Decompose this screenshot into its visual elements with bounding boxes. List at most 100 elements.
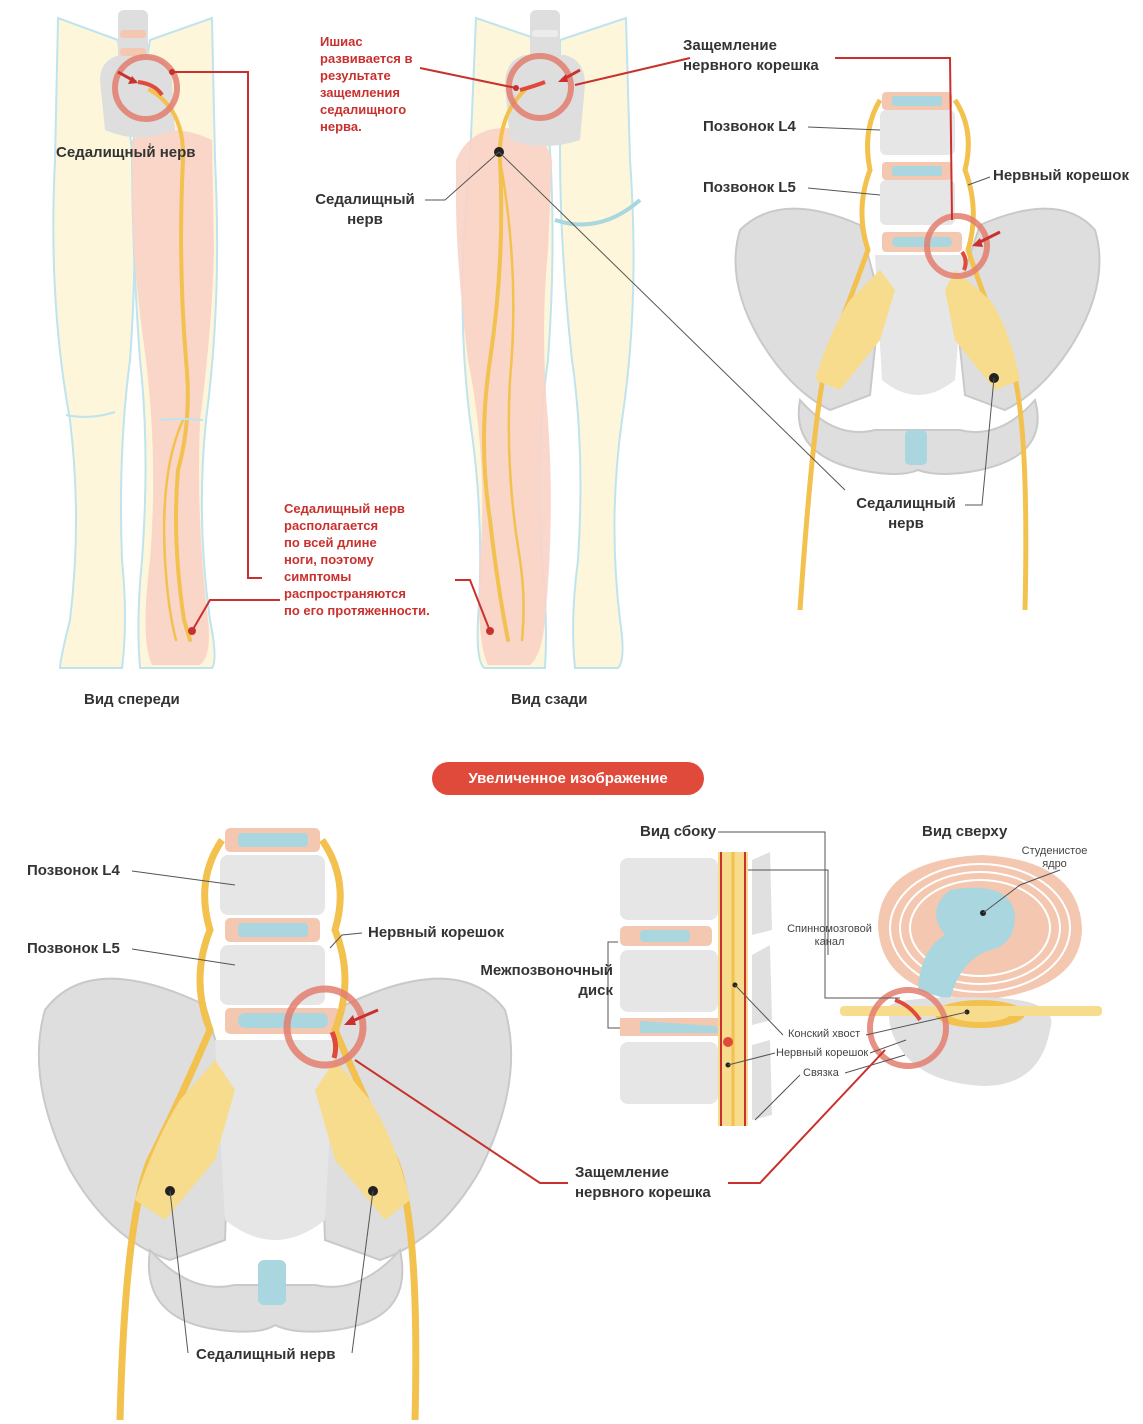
back-disc xyxy=(532,30,558,37)
red-leader-foot-front xyxy=(191,599,280,632)
leader-cauda-top xyxy=(865,1011,968,1036)
red-leader-pinch-pelvis xyxy=(835,57,953,221)
side-process-1 xyxy=(752,852,772,935)
top-disc-2-core xyxy=(892,166,942,176)
red-leader-front-to-note xyxy=(172,71,262,579)
red-leader-note-to-back xyxy=(419,67,517,89)
bottom-arrow-icon xyxy=(349,1008,379,1024)
bottom-pelvis-figure xyxy=(37,828,513,1421)
leader-b-l5 xyxy=(131,948,236,966)
back-right-buttock xyxy=(554,198,642,227)
bottom-disc-label: Межпозвоночный диск xyxy=(480,962,613,999)
top-view-caption: Вид сверху xyxy=(922,823,1008,840)
bottom-sacrum xyxy=(215,1040,335,1240)
leader-lines xyxy=(131,126,1061,1354)
top-view-pinch-circle xyxy=(867,987,949,1069)
top-coccyx xyxy=(905,430,927,465)
leader-b-root xyxy=(329,932,363,949)
back-spine xyxy=(530,10,560,80)
red-leader-lines xyxy=(172,57,953,1184)
leader-root-side xyxy=(727,1052,776,1066)
leader-disc xyxy=(607,941,620,1029)
bottom-nerve-left xyxy=(116,838,225,1421)
top-vertebra-l5 xyxy=(880,180,955,225)
bottom-disc-1-core xyxy=(238,833,308,847)
pelvis-l5-label: Позвонок L5 xyxy=(703,179,796,196)
top-pelvis-figure xyxy=(734,92,1101,611)
front-pinch-circle xyxy=(112,54,180,122)
side-canal-label: Спинномозговой канал xyxy=(787,923,872,948)
top-view-nucleus xyxy=(918,887,1015,1000)
leader-b-l4 xyxy=(131,870,236,886)
front-right-knee-line xyxy=(159,418,204,421)
leader-back-to-pelvis xyxy=(498,151,846,491)
top-view-root-bar xyxy=(840,1006,1102,1016)
top-arrow-head-icon xyxy=(972,238,983,247)
back-right-leg xyxy=(559,16,635,669)
bottom-plexus-right xyxy=(315,1060,410,1220)
front-left-leg xyxy=(52,16,136,669)
bottom-arrow-head-icon xyxy=(344,1015,356,1025)
leader-ligament xyxy=(754,1074,801,1121)
top-view-figure xyxy=(840,855,1102,1086)
side-vertebra-1 xyxy=(620,858,718,920)
back-nerve-branch xyxy=(498,158,525,642)
front-nerve-root xyxy=(137,80,164,97)
top-sacrum xyxy=(875,255,965,395)
front-arrow-head-icon xyxy=(128,76,138,84)
front-view-caption: Вид спереди xyxy=(84,691,180,708)
leader-pelvis-l5 xyxy=(807,187,881,196)
side-disc-1-core xyxy=(640,930,690,942)
pelvis-pinch-label: Защемление нервного корешка xyxy=(683,37,819,74)
leader-cauda xyxy=(734,984,784,1036)
back-nerve-root xyxy=(519,80,546,92)
red-leader-pinch-top xyxy=(574,57,691,86)
top-pinch-circle xyxy=(924,213,990,279)
bottom-pinch-label: Защемление нервного корешка xyxy=(575,1164,711,1201)
front-disc-2 xyxy=(120,48,146,56)
top-view-nucleus-label: Студенистое ядро xyxy=(1021,845,1088,870)
bottom-l4-label: Позвонок L4 xyxy=(27,862,120,879)
bottom-coccyx xyxy=(258,1260,286,1305)
sciatica-note: Ишиас развивается в результате защемлени… xyxy=(320,34,413,134)
bottom-l5-label: Позвонок L5 xyxy=(27,940,120,957)
side-process-2 xyxy=(752,945,772,1025)
leader-side-top xyxy=(718,831,900,999)
front-sciatic-label: Седалищный нерв xyxy=(56,144,196,161)
top-nerve-right xyxy=(952,98,1029,611)
bottom-disc-3-core xyxy=(238,1013,328,1028)
back-view-figure xyxy=(456,10,642,669)
bottom-vertebra-l5 xyxy=(220,945,325,1005)
red-leader-foot-back xyxy=(455,579,491,632)
bottom-plexus-left xyxy=(135,1060,235,1220)
top-vertebra-l4 xyxy=(880,110,955,155)
front-sciatic-nerve xyxy=(148,88,192,642)
leader-root-top xyxy=(869,1039,907,1054)
leader-pelvis-sciatic xyxy=(965,377,995,506)
side-pinch-spot xyxy=(723,1037,733,1047)
bottom-root-label: Нервный корешок xyxy=(368,924,504,941)
leader-canal xyxy=(748,869,829,955)
front-pain-area xyxy=(132,130,214,665)
bottom-pinch-circle xyxy=(283,985,367,1069)
back-view-caption: Вид сзади xyxy=(511,691,588,708)
top-disc-1-core xyxy=(892,96,942,106)
bottom-nerve-right xyxy=(319,837,420,1421)
side-ligament-label: Связка xyxy=(803,1067,839,1079)
top-plexus-left xyxy=(815,270,895,390)
top-plexus-right xyxy=(945,270,1020,390)
back-sciatic-label: Седалищный нерв xyxy=(315,191,415,228)
top-pinch-spot xyxy=(960,250,968,271)
back-arrow-head-icon xyxy=(558,74,568,82)
side-vertebra-2 xyxy=(620,950,718,1012)
side-view-caption: Вид сбоку xyxy=(640,823,717,840)
leader-b-sciatic-right xyxy=(351,1190,374,1354)
leader-ligament-top xyxy=(844,1054,906,1074)
pelvis-l4-label: Позвонок L4 xyxy=(703,118,796,135)
front-left-knee-line xyxy=(65,411,116,418)
top-view-pinch-spot xyxy=(894,998,922,1022)
side-root-label: Нервный корешок xyxy=(776,1047,869,1059)
side-vertebra-3 xyxy=(620,1042,718,1104)
red-leader-pinch-side xyxy=(728,1049,886,1184)
